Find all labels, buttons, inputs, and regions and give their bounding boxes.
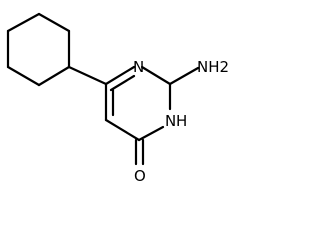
bond-c2-nh2	[168, 66, 200, 86]
bond-n3-c4	[137, 125, 165, 142]
atom-label-oxygen: O	[134, 167, 146, 185]
bond-c6-n1-inner	[109, 74, 136, 92]
pyrimidine-ring	[104, 65, 172, 142]
atom-label-nh2-text: NH2	[197, 58, 229, 76]
bond-cyclohexane-1	[37, 12, 71, 33]
bond-cyclohexyl-link	[67, 65, 108, 86]
bond-c4-c5	[104, 118, 141, 142]
atom-label-n3-hydrogen: H	[176, 112, 187, 130]
atom-label-nh2: NH2	[197, 58, 229, 76]
bond-cyclohexane-4	[6, 65, 41, 87]
atom-label-n3: N	[165, 112, 176, 130]
cyclohexane-ring	[6, 12, 71, 87]
atom-label-n1: N	[133, 58, 144, 76]
molecule-structure: N NH2 N H O	[6, 12, 229, 185]
bond-cyclohexane-6	[6, 12, 41, 33]
bond-c6-n1	[104, 65, 136, 86]
bond-cyclohexane-3	[37, 65, 71, 87]
bond-n1-c2	[140, 65, 172, 86]
